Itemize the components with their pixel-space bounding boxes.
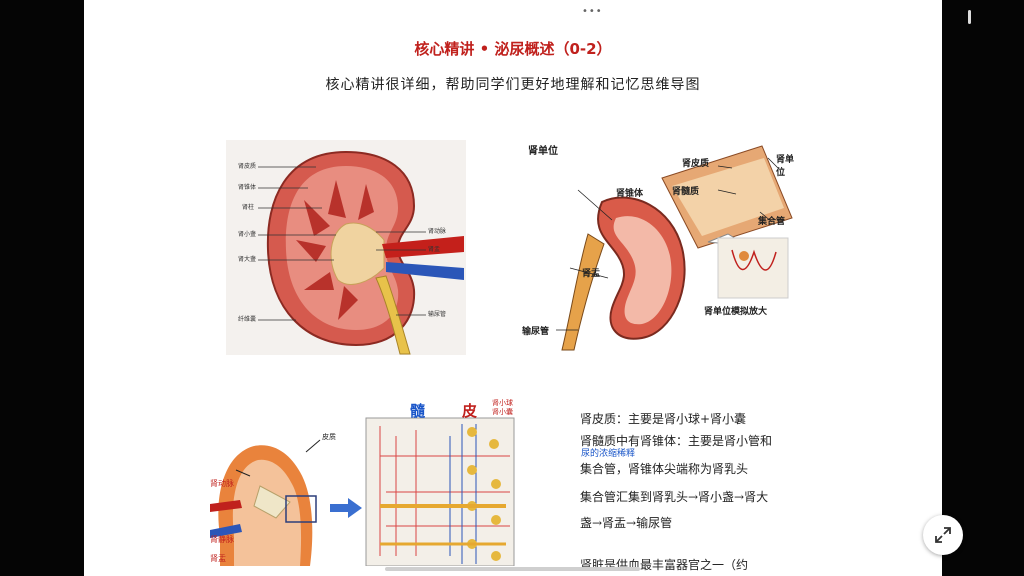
nephron-figure: 肾单位 肾皮质 肾单位 肾髓质 肾锥体 集合管 肾盂 输尿管 肾单位模拟放大: [522, 138, 802, 353]
expand-button[interactable]: [923, 515, 963, 555]
label-pelvis: 肾盂: [582, 269, 601, 279]
expand-diagonal-icon: [935, 527, 951, 543]
label-collecting-duct: 集合管: [758, 217, 786, 227]
left-black-margin: [0, 0, 84, 576]
note-line-5: 盏→肾盂→输尿管: [580, 516, 673, 530]
nephron-zoom-caption: 肾单位模拟放大: [704, 307, 768, 317]
zoom-header-medulla: 髓: [410, 402, 426, 420]
menu-dots-icon[interactable]: •••: [582, 6, 603, 17]
kidney-zoom-figure: 皮质 肾动脉 肾静脉 肾盂 髓 皮 肾小球 肾小囊: [210, 396, 522, 566]
note-line-1: 肾皮质：主要是肾小球+肾小囊: [580, 412, 747, 426]
label-renal-cortex: 肾皮质: [238, 163, 257, 170]
label-major-calyx: 肾大盏: [238, 256, 257, 263]
kidney-cross-section-figure: 肾皮质 肾锥体 肾柱 肾小盏 肾大盏 纤维囊 肾动脉 肾盂 输尿管: [226, 140, 466, 355]
legend-glomerulus: 肾小球: [492, 399, 513, 407]
label-medulla: 肾髓质: [672, 187, 700, 197]
label-renal-vein-3: 肾静脉: [210, 535, 234, 544]
legend-bowman-capsule: 肾小囊: [492, 408, 513, 416]
label-fibrous-capsule: 纤维囊: [238, 316, 257, 323]
note-line-3: 集合管，肾锥体尖端称为肾乳头: [580, 462, 749, 476]
label-renal-artery: 肾动脉: [428, 228, 447, 235]
note-line-4: 集合管汇集到肾乳头→肾小盏→肾大: [580, 490, 769, 504]
label-renal-pyramid: 肾锥体: [238, 184, 257, 191]
note-line-2: 肾髓质中有肾锥体：主要是肾小管和: [580, 434, 773, 448]
nephron-heading: 肾单位: [528, 146, 558, 157]
notes-text-block: 肾皮质：主要是肾小球+肾小囊 肾髓质中有肾锥体：主要是肾小管和 集合管，肾锥体尖…: [580, 408, 810, 576]
zoom-header-cortex: 皮: [462, 402, 478, 420]
label-nephron: 肾单位: [776, 155, 795, 178]
page-title: 核心精讲 • 泌尿概述（0-2）: [414, 40, 612, 58]
label-renal-column: 肾柱: [242, 204, 255, 211]
page-subtitle: 核心精讲很详细，帮助同学们更好地理解和记忆思维导图: [325, 77, 701, 93]
label-ureter: 输尿管: [428, 311, 447, 318]
label-minor-calyx: 肾小盏: [238, 231, 257, 238]
handwritten-annotation: 尿的浓缩稀释: [581, 449, 636, 459]
right-black-margin: [942, 0, 1024, 576]
label-renal-pelvis-3: 肾盂: [210, 554, 226, 563]
label-pyramid: 肾锥体: [616, 189, 644, 199]
label-cortex: 肾皮质: [682, 159, 710, 169]
document-page[interactable]: ••• 核心精讲 • 泌尿概述（0-2） 核心精讲很详细，帮助同学们更好地理解和…: [84, 0, 942, 576]
label-renal-pelvis: 肾盂: [428, 246, 441, 253]
scroll-indicator[interactable]: [968, 10, 971, 24]
label-renal-artery-3: 肾动脉: [210, 479, 234, 488]
label-ureter-2: 输尿管: [522, 327, 550, 337]
note-line-6: 肾脏是供血最丰富器官之一（约: [580, 558, 749, 572]
label-cortex-3: 皮质: [322, 433, 336, 441]
home-indicator-bar[interactable]: [385, 567, 640, 571]
